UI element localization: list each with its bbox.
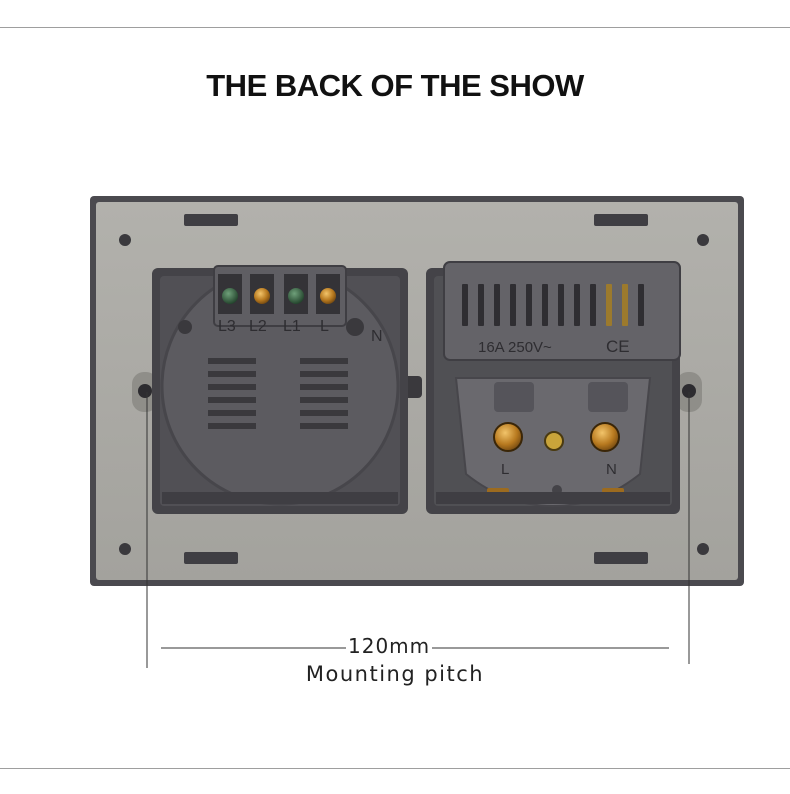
mounting-hole-left bbox=[132, 372, 158, 412]
terminal-label-n: N bbox=[371, 328, 383, 345]
live-terminal-screw bbox=[493, 422, 523, 452]
socket-vents bbox=[462, 284, 644, 326]
page-title: THE BACK OF THE SHOW bbox=[206, 68, 584, 103]
pitch-value: 120mm bbox=[346, 634, 433, 658]
terminal-label-l1: L1 bbox=[283, 318, 301, 335]
frame-clips bbox=[184, 214, 648, 564]
bottom-divider bbox=[0, 768, 790, 769]
switch-terminal-labels: L3 L2 L1 L N bbox=[218, 318, 383, 345]
ce-mark: CE bbox=[606, 337, 630, 356]
earth-terminal-screw bbox=[544, 431, 564, 451]
terminal-label-l2: L2 bbox=[249, 318, 267, 335]
switch-module: L3 L2 L1 L N bbox=[152, 265, 408, 514]
socket-neutral-label: N bbox=[606, 461, 617, 478]
center-clip bbox=[404, 376, 422, 398]
switch-vent-right bbox=[300, 358, 348, 429]
top-divider bbox=[0, 27, 790, 28]
pitch-caption: Mounting pitch bbox=[305, 662, 485, 686]
socket-live-label: L bbox=[501, 461, 509, 478]
switch-vent-left bbox=[208, 358, 256, 429]
terminal-label-l: L bbox=[320, 318, 329, 335]
terminal-label-l3: L3 bbox=[218, 318, 236, 335]
corner-screw-holes bbox=[119, 234, 709, 555]
neutral-terminal-screw bbox=[590, 422, 620, 452]
socket-module: 16A 250V~ CE L N bbox=[426, 261, 681, 514]
switch-terminals bbox=[218, 274, 340, 314]
socket-rating: 16A 250V~ bbox=[478, 339, 552, 356]
